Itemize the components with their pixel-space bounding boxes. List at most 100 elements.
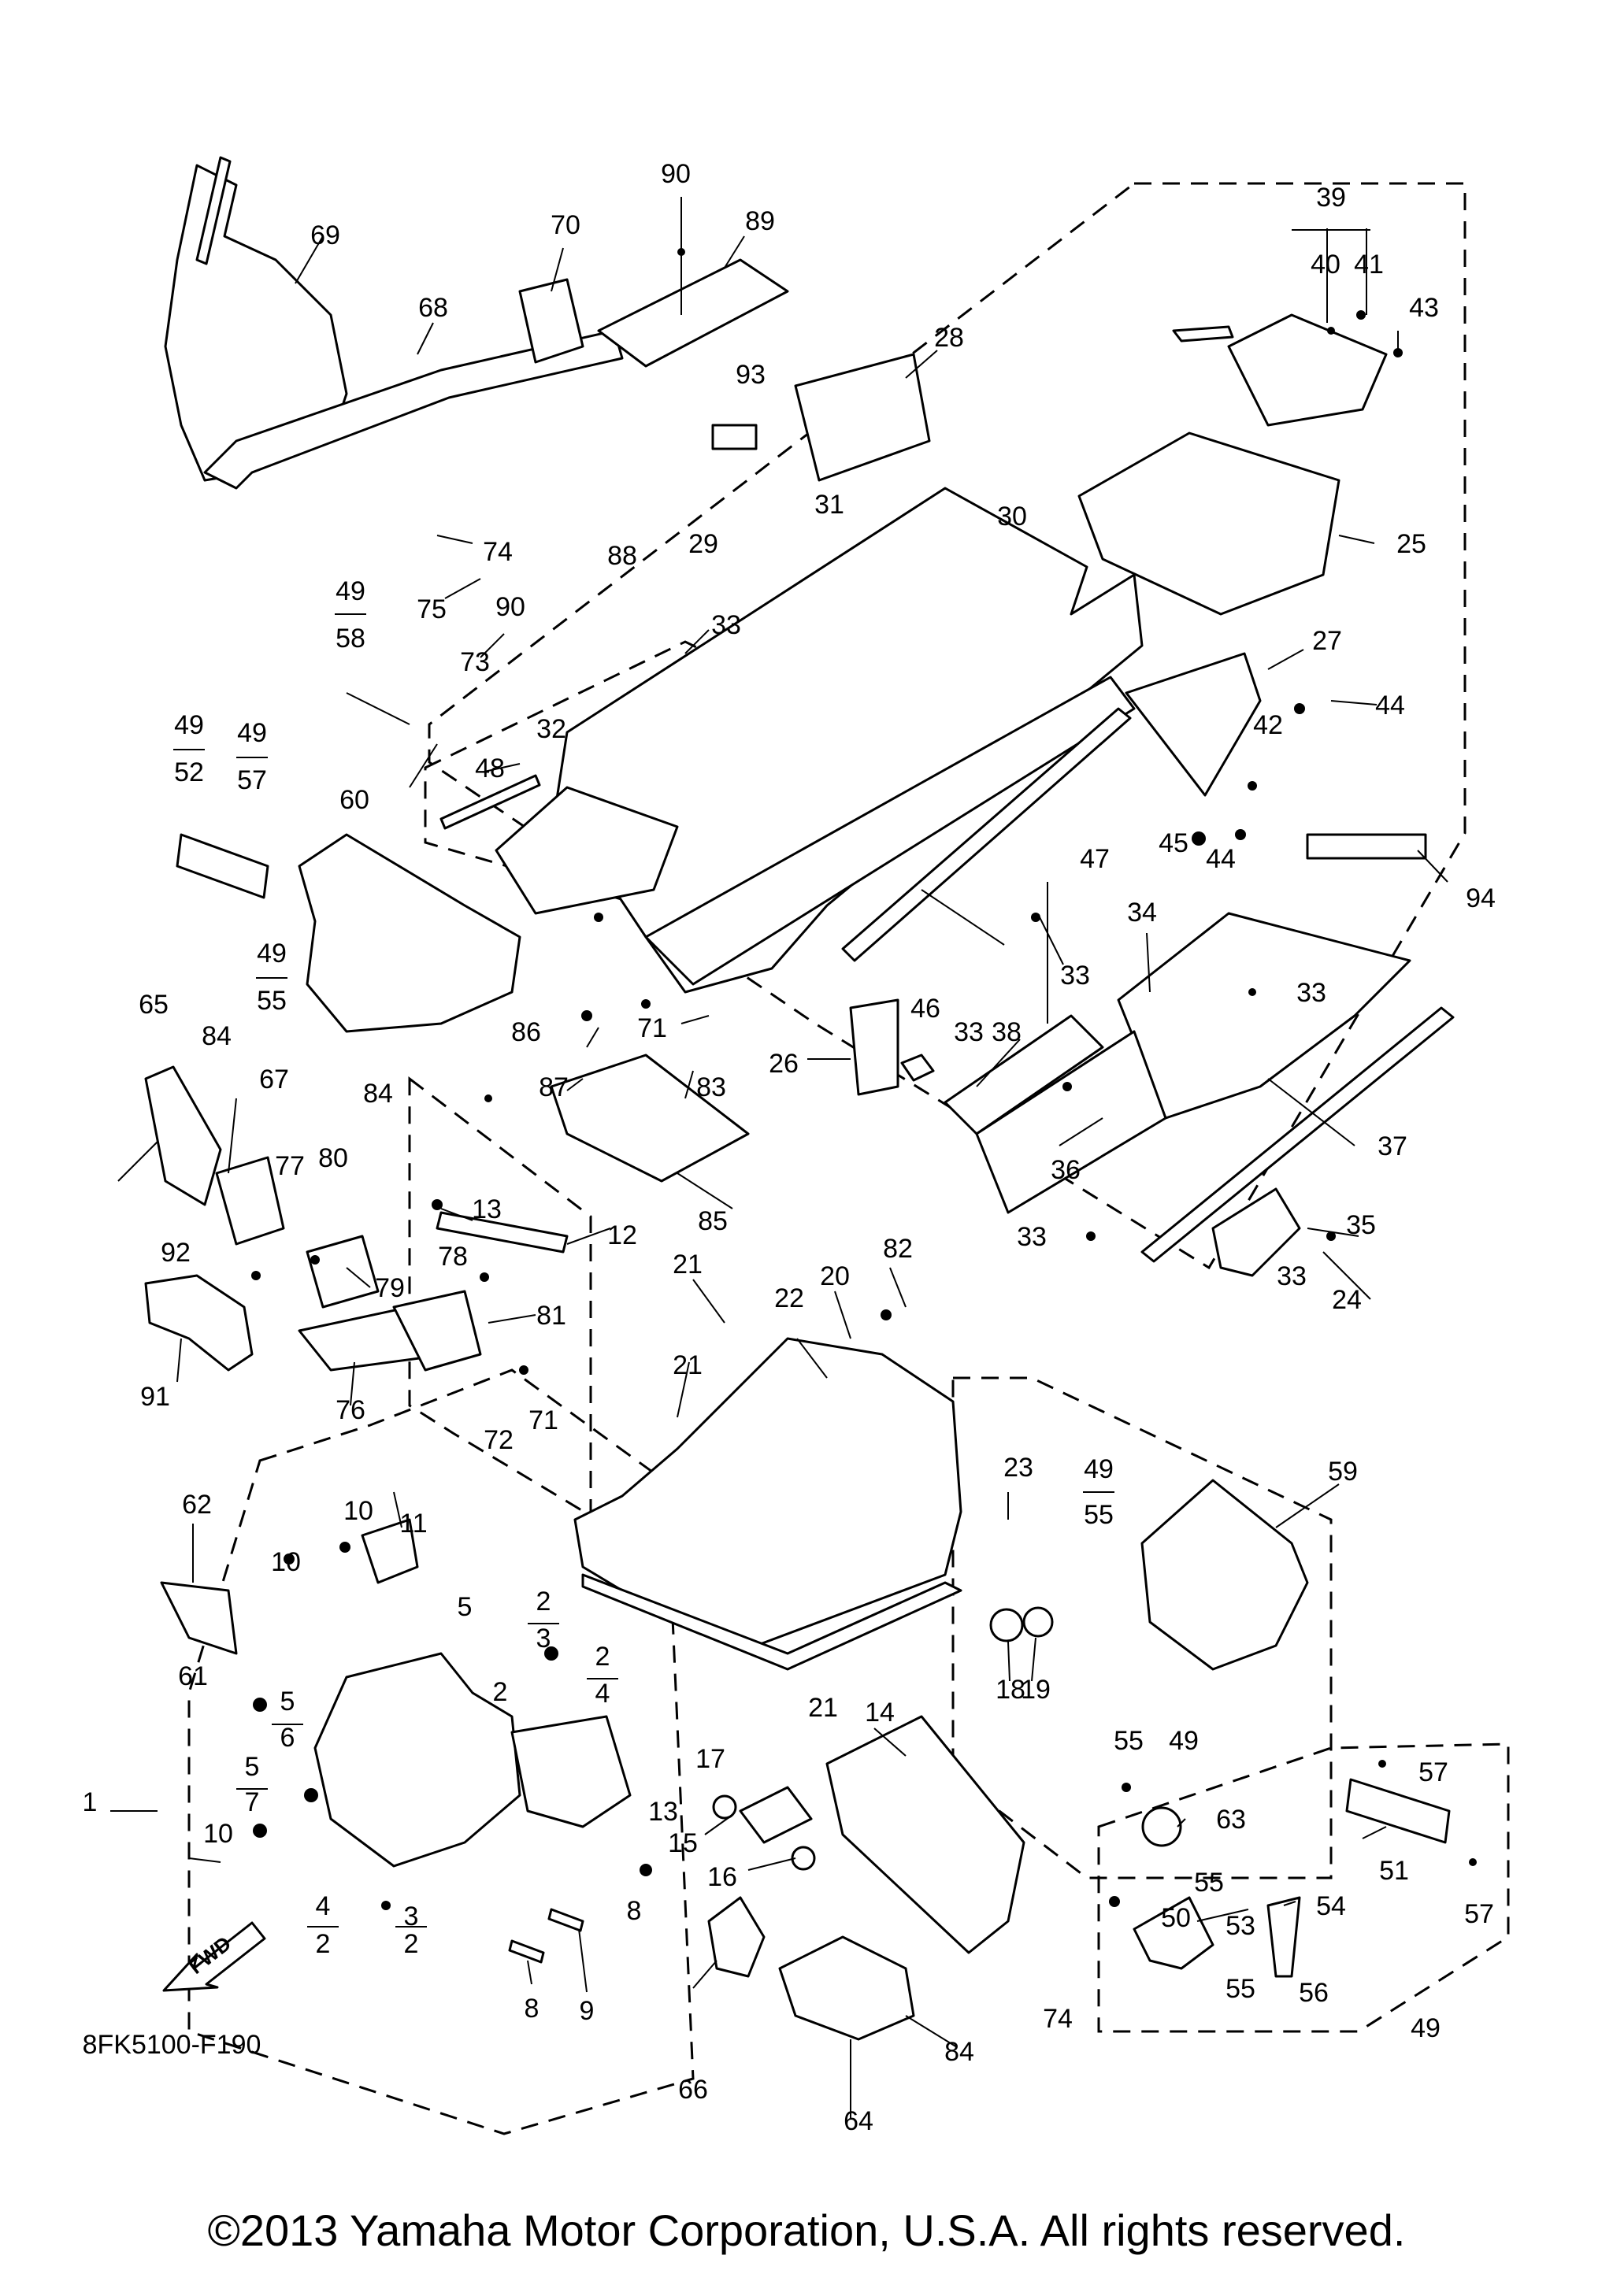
- part-85-panel: [550, 1054, 750, 1183]
- callout-90: 90: [661, 159, 691, 189]
- part-18-bearing: [989, 1608, 1024, 1642]
- callout-89: 89: [745, 206, 775, 236]
- callout-11: 11: [399, 1509, 427, 1539]
- part-93-label: [711, 424, 758, 450]
- callout-13: 13: [472, 1194, 502, 1224]
- callout-fraction-bars: [173, 229, 1370, 1928]
- callout-44: 44: [1206, 844, 1236, 874]
- callout-55: 55: [1114, 1726, 1144, 1756]
- callout-1: 1: [83, 1787, 98, 1817]
- callout-80: 80: [318, 1143, 348, 1173]
- part-68-steering-frame: [203, 329, 624, 490]
- part-64-cover: [778, 1935, 915, 2041]
- callout-38: 38: [992, 1017, 1022, 1047]
- part-17-cap: [712, 1794, 737, 1820]
- callout-73: 73: [460, 647, 490, 677]
- callout-19: 19: [1021, 1675, 1051, 1705]
- outline-bearing-group: [951, 1376, 1333, 1879]
- callout-33: 33: [1277, 1261, 1307, 1291]
- callout-75: 75: [417, 594, 447, 624]
- callout-58: 58: [336, 624, 365, 654]
- callout-8: 8: [525, 1994, 540, 2024]
- front-frame-side: [510, 1715, 632, 1828]
- part-25-seat-bracket: [1077, 431, 1340, 616]
- fasteners: [251, 248, 1477, 1910]
- callout-69: 69: [310, 220, 340, 250]
- callout-43: 43: [1409, 293, 1439, 323]
- callout-8: 8: [627, 1896, 642, 1926]
- part-61-bracket: [160, 1581, 238, 1655]
- callout-2: 2: [316, 1929, 331, 1959]
- callout-15: 15: [668, 1828, 698, 1858]
- callout-48: 48: [475, 754, 505, 783]
- part-35-plate: [1211, 1187, 1301, 1277]
- callout-40: 40: [1311, 250, 1340, 280]
- callout-4: 4: [316, 1891, 331, 1921]
- callout-21: 21: [673, 1350, 703, 1380]
- part-19-circlip: [1022, 1606, 1054, 1638]
- part-28-plate: [794, 353, 931, 482]
- callout-17: 17: [695, 1744, 725, 1774]
- callout-55: 55: [1194, 1868, 1224, 1898]
- part-11-plate: [361, 1518, 419, 1584]
- callout-49: 49: [237, 718, 267, 748]
- callout-83: 83: [696, 1072, 726, 1102]
- callout-71: 71: [637, 1013, 667, 1043]
- callout-49: 49: [336, 576, 365, 606]
- callout-32: 32: [536, 714, 566, 744]
- outline-bracket-group: [408, 1076, 592, 1518]
- callout-44: 44: [1375, 691, 1405, 720]
- callout-61: 61: [178, 1661, 208, 1691]
- part-63-hub: [1141, 1806, 1182, 1847]
- part-51-bracket: [1345, 1778, 1451, 1844]
- main-tunnel-side: [644, 676, 1136, 986]
- callout-57: 57: [1418, 1757, 1448, 1787]
- callout-84: 84: [944, 2037, 974, 2067]
- callout-4: 4: [595, 1679, 610, 1709]
- callout-55: 55: [1226, 1974, 1255, 2004]
- outline-upper-frame-group: [424, 640, 920, 931]
- callout-35: 35: [1346, 1210, 1376, 1240]
- callout-71: 71: [528, 1405, 558, 1435]
- part-59-bracket: [1140, 1479, 1309, 1671]
- part-79-bracket: [306, 1235, 380, 1309]
- callout-33: 33: [711, 610, 741, 640]
- callout-91: 91: [140, 1382, 170, 1412]
- part-47-rail: [841, 707, 1132, 962]
- callout-90: 90: [495, 592, 525, 622]
- callout-27: 27: [1312, 626, 1342, 656]
- callout-55: 55: [1084, 1500, 1114, 1530]
- fwd-arrow-icon: [162, 1921, 266, 1992]
- part-9-bolt: [547, 1908, 584, 1932]
- callout-16: 16: [707, 1862, 737, 1892]
- callout-88: 88: [607, 541, 637, 571]
- callout-70: 70: [551, 210, 580, 240]
- part-66-cover: [707, 1896, 766, 1978]
- part-78-plate: [392, 1290, 482, 1372]
- part-48-rail: [439, 774, 541, 830]
- center-frame-lower: [581, 1573, 962, 1671]
- callout-74: 74: [483, 537, 513, 567]
- callout-46: 46: [910, 994, 940, 1024]
- callout-25: 25: [1396, 529, 1426, 559]
- part-15-hose: [739, 1786, 813, 1844]
- diagram-code: 8FK5100-F190: [83, 2030, 261, 2060]
- callout-33: 33: [1296, 978, 1326, 1008]
- callout-57: 57: [1464, 1899, 1494, 1929]
- part-38-side-panel: [944, 1014, 1104, 1135]
- part-12-bar: [436, 1211, 569, 1254]
- part-1-front-frame: [313, 1652, 521, 1868]
- callout-57: 57: [237, 765, 267, 795]
- callout-2: 2: [493, 1677, 508, 1707]
- callout-77: 77: [275, 1151, 305, 1181]
- copyright-notice: ©2013 Yamaha Motor Corporation, U.S.A. A…: [207, 2205, 1406, 2255]
- center-frame: [573, 1337, 962, 1647]
- callout-42: 42: [1253, 710, 1283, 740]
- part-14-radiator: [825, 1715, 1025, 1954]
- callout-51: 51: [1379, 1856, 1409, 1886]
- part-39-bracket: [1227, 313, 1388, 427]
- part-60-housing: [298, 833, 521, 1033]
- callout-36: 36: [1051, 1155, 1081, 1185]
- callout-84: 84: [202, 1021, 232, 1051]
